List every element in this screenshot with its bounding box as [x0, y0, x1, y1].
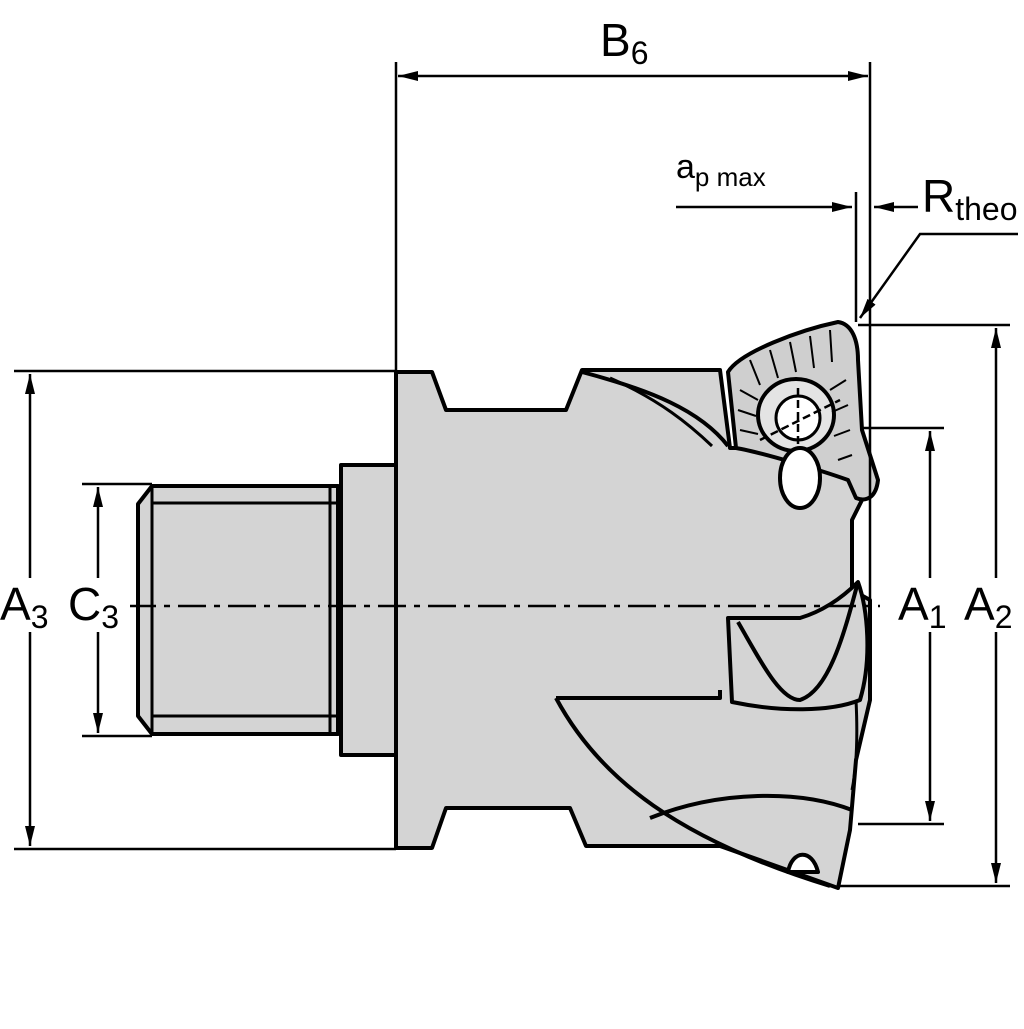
flute-lower-inner	[649, 793, 853, 820]
coolant-hole-lower	[786, 852, 820, 874]
dim-r-theo-leader	[858, 232, 1018, 319]
flute-lower	[556, 690, 722, 700]
flute-upper	[581, 370, 730, 448]
label-r-theo: Rtheo	[922, 170, 1018, 227]
label-a3: A3	[0, 578, 48, 635]
label-a2: A2	[964, 578, 1012, 635]
label-ap-max: ap max	[676, 148, 766, 192]
cutter-body-group	[136, 320, 880, 890]
label-a1: A1	[898, 578, 946, 635]
center-lines	[128, 388, 880, 608]
label-backgrounds	[0, 578, 1024, 632]
insert-centerline-d	[759, 398, 841, 442]
extension-lines	[14, 62, 1010, 888]
lower-insert-pocket	[726, 580, 870, 712]
flute-lower-edge	[850, 699, 859, 791]
label-b6: B6	[600, 14, 648, 71]
threaded-shank	[136, 484, 340, 736]
flute-lower-sweep	[554, 697, 831, 888]
label-c3: C3	[68, 578, 119, 635]
flute-upper-edge	[609, 376, 714, 448]
coolant-hole-upper	[778, 446, 822, 510]
collar	[339, 463, 398, 757]
insert-serrations	[737, 329, 853, 461]
lower-insert-curve	[736, 581, 860, 702]
